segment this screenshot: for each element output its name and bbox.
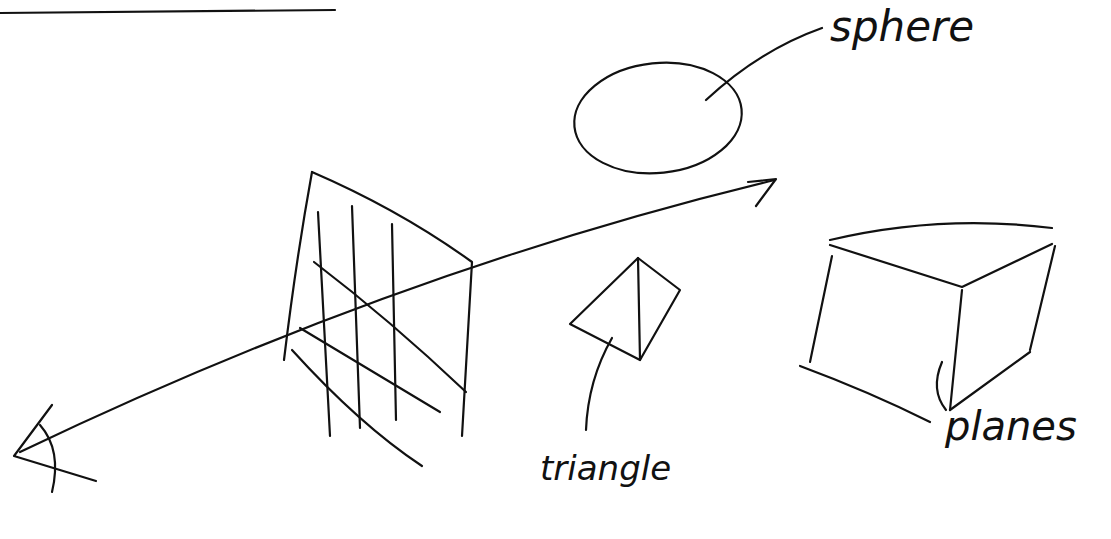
top-rule	[0, 10, 335, 13]
cube-planes	[800, 223, 1055, 422]
image-plane-grid	[284, 172, 472, 466]
callout-label: planes	[945, 404, 1077, 448]
ray-arrow	[20, 179, 776, 452]
callout-label: sphere	[830, 4, 974, 50]
callout-label: triangle	[540, 450, 671, 487]
triangle-shape	[570, 258, 680, 430]
sphere-shape	[569, 28, 822, 181]
